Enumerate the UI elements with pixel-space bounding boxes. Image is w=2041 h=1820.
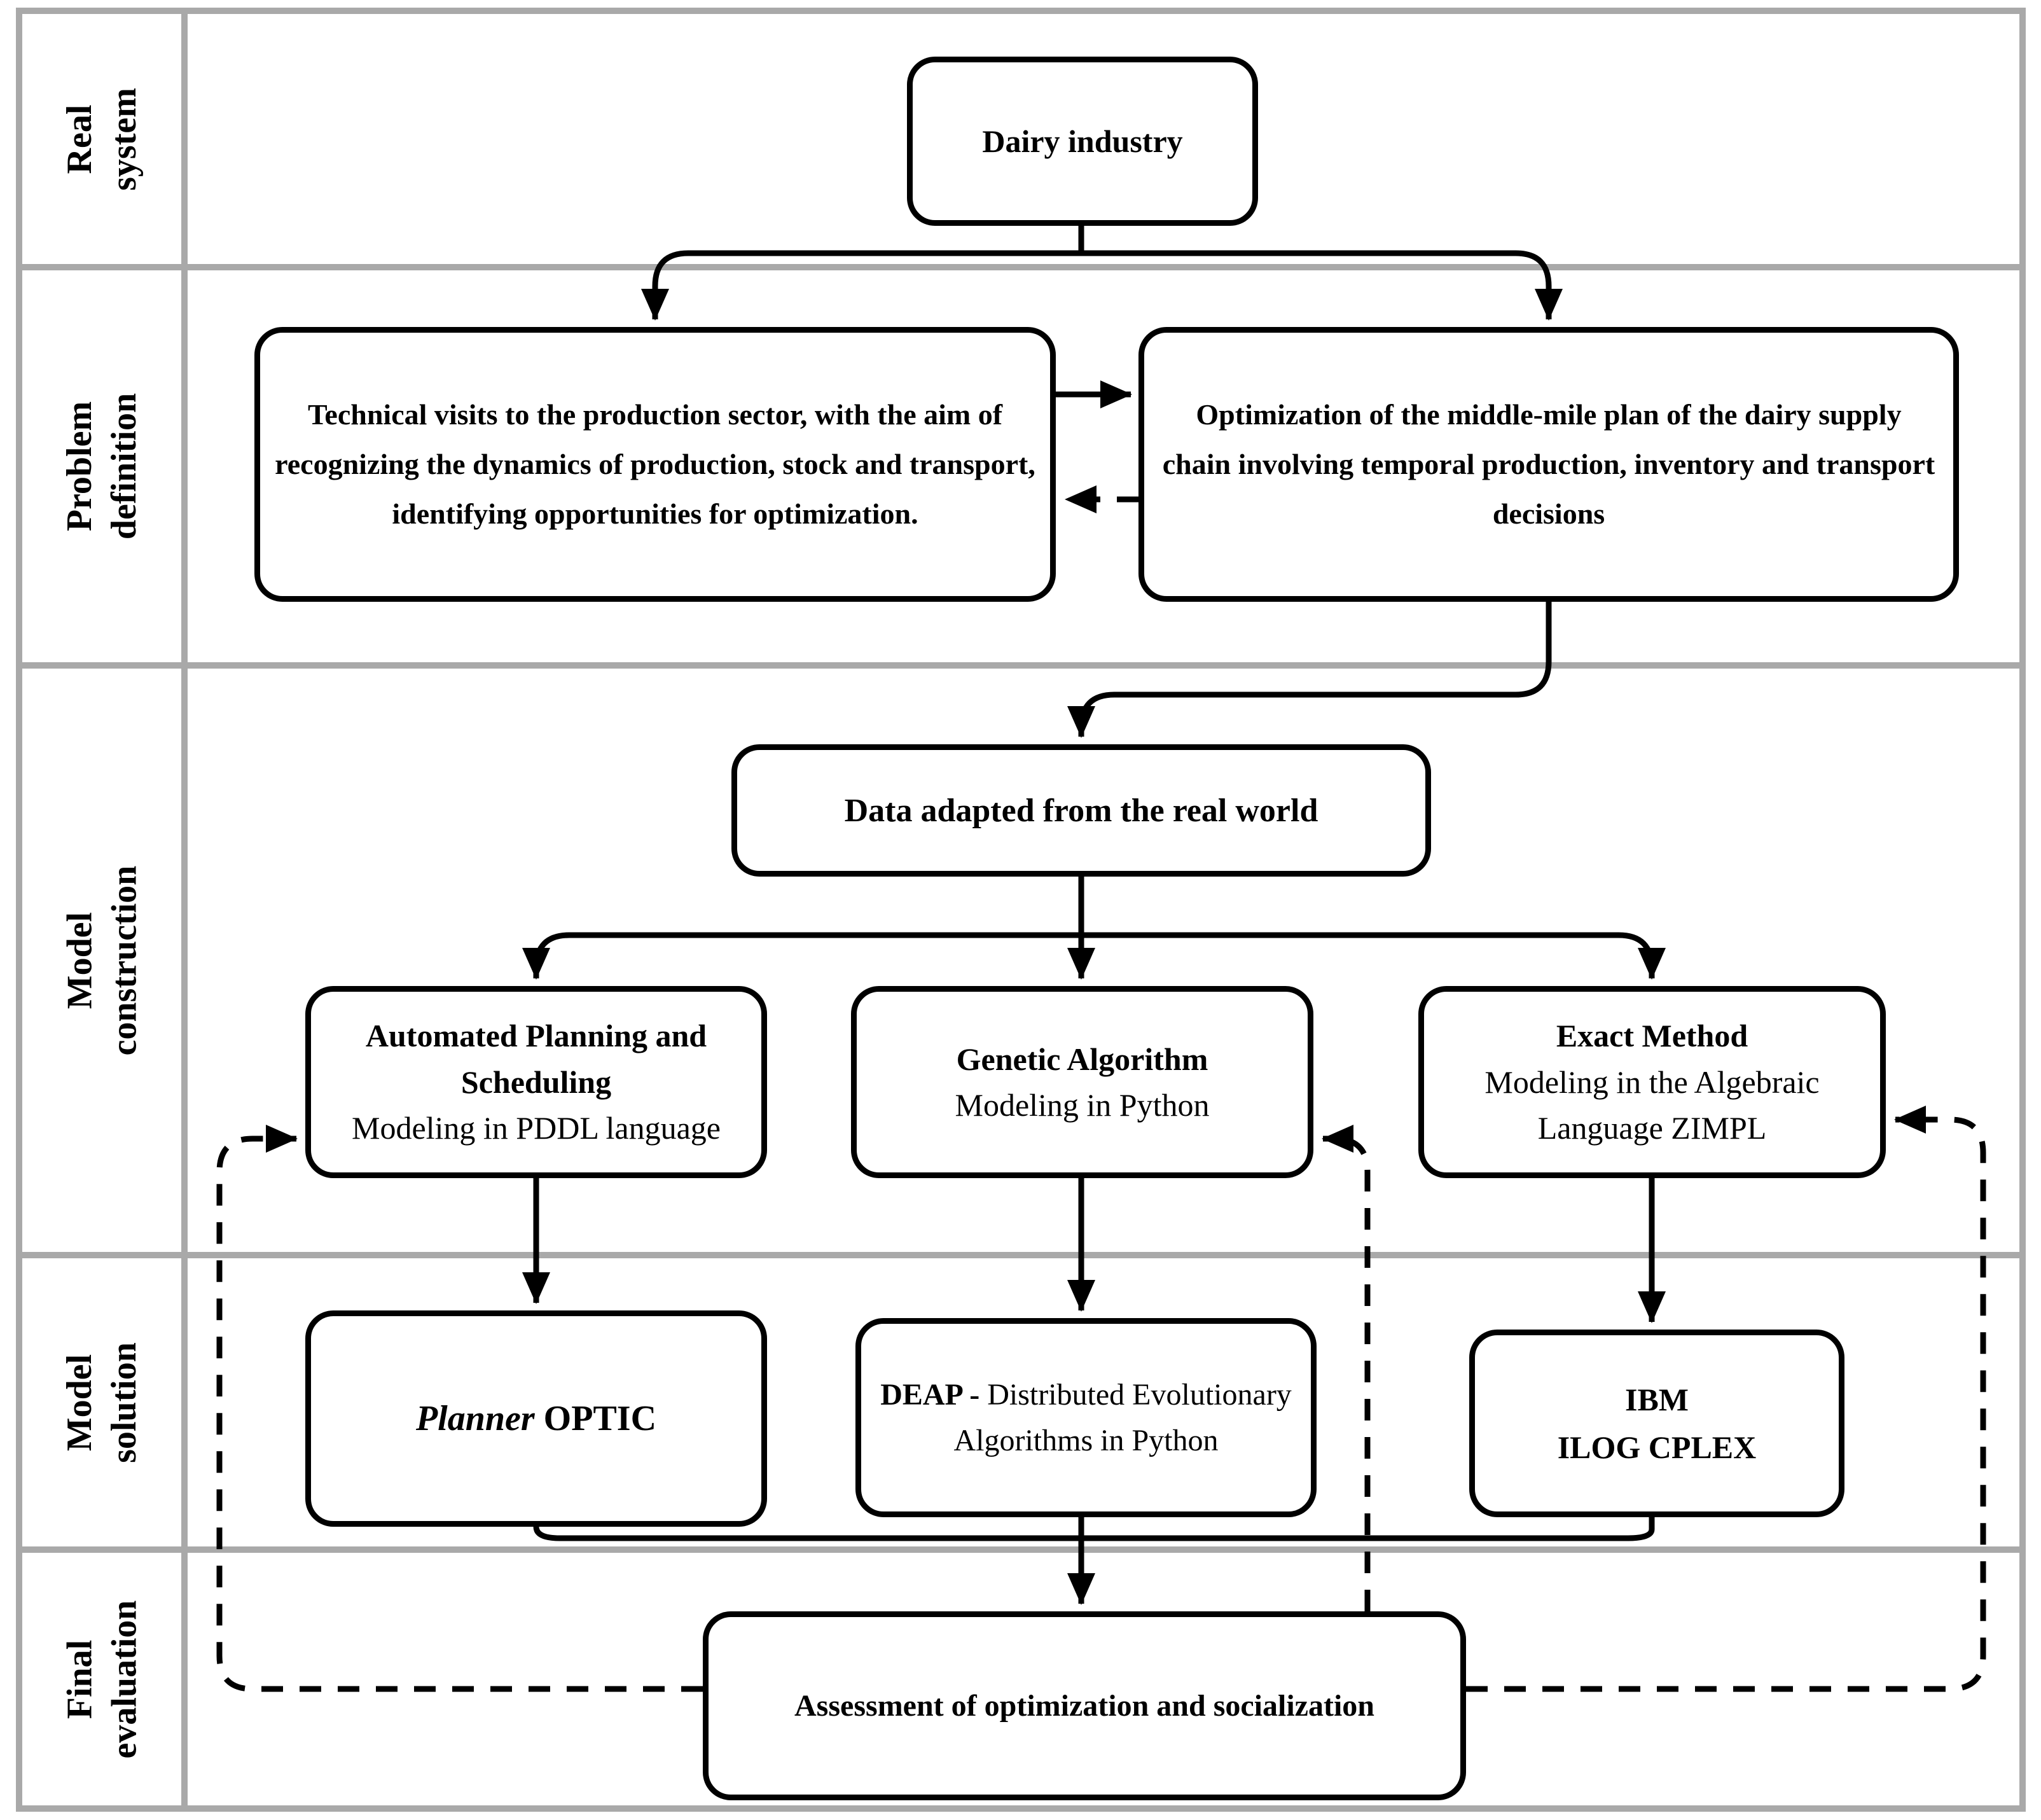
automated-planning-title: Automated Planning and Scheduling: [365, 1018, 707, 1100]
node-genetic-algorithm: Genetic Algorithm Modeling in Python: [851, 986, 1313, 1178]
planner-optic-italic: Planner: [415, 1399, 535, 1438]
technical-visits-text: Technical visits to the production secto…: [275, 398, 1035, 531]
node-automated-planning: Automated Planning and Scheduling Modeli…: [305, 986, 767, 1178]
grid-column-divider: [181, 8, 188, 1812]
ibm-cplex-label: IBM ILOG CPLEX: [1557, 1381, 1757, 1465]
deap-rest: Distributed Evolutionary Algorithms in P…: [953, 1377, 1292, 1457]
node-data-adapted: Data adapted from the real world: [731, 744, 1431, 877]
arrow-optimization-to-data: [1067, 601, 1552, 738]
grid-border-top: [16, 8, 2026, 14]
grid-row-divider-2: [16, 662, 2026, 669]
data-adapted-text: Data adapted from the real world: [844, 792, 1318, 829]
line-solutions-merge: [533, 1517, 1655, 1541]
arrow-data-to-automated-planning: [522, 932, 1081, 980]
planner-optic-rest: OPTIC: [534, 1399, 657, 1438]
deap-bold: DEAP -: [880, 1377, 980, 1412]
node-dairy-industry: Dairy industry: [907, 57, 1258, 226]
arrow-assessment-to-automated-planning-dashed: [216, 1125, 703, 1692]
node-technical-visits: Technical visits to the production secto…: [254, 327, 1056, 602]
arrow-assessment-to-exact-method-dashed: [1466, 1106, 1986, 1692]
grid-row-divider-3: [16, 1252, 2026, 1258]
assessment-text: Assessment of optimization and socializa…: [794, 1689, 1374, 1723]
arrow-assessment-to-genetic-algorithm-dashed: [1322, 1125, 1371, 1611]
optimization-problem-text: Optimization of the middle-mile plan of …: [1162, 398, 1935, 531]
grid-row-divider-1: [16, 264, 2026, 270]
genetic-algorithm-title: Genetic Algorithm: [956, 1041, 1208, 1077]
node-assessment: Assessment of optimization and socializa…: [703, 1611, 1466, 1800]
arrow-data-to-exact-method: [1081, 932, 1666, 980]
deap-label: DEAP - Distributed Evolutionary Algorith…: [880, 1372, 1292, 1464]
node-optimization-problem: Optimization of the middle-mile plan of …: [1138, 327, 1959, 602]
node-ibm-cplex: IBM ILOG CPLEX: [1469, 1330, 1844, 1517]
dairy-industry-label: Dairy industry: [982, 123, 1183, 159]
arrow-dairy-to-technical-visits: [641, 250, 1081, 321]
grid-border-left: [16, 8, 22, 1812]
genetic-algorithm-subtitle: Modeling in Python: [955, 1087, 1210, 1123]
exact-method-subtitle: Modeling in the Algebraic Language ZIMPL: [1484, 1064, 1820, 1146]
automated-planning-subtitle: Modeling in PDDL language: [351, 1110, 721, 1146]
grid-border-right: [2019, 8, 2026, 1812]
exact-method-title: Exact Method: [1556, 1018, 1748, 1054]
node-planner-optic: Planner OPTIC: [305, 1310, 767, 1527]
node-deap: DEAP - Distributed Evolutionary Algorith…: [855, 1318, 1317, 1517]
planner-optic-label: Planner OPTIC: [416, 1398, 656, 1439]
grid-border-bottom: [16, 1805, 2026, 1812]
arrow-dairy-to-optimization: [1081, 250, 1563, 321]
node-exact-method: Exact Method Modeling in the Algebraic L…: [1418, 986, 1886, 1178]
grid-row-divider-4: [16, 1546, 2026, 1553]
